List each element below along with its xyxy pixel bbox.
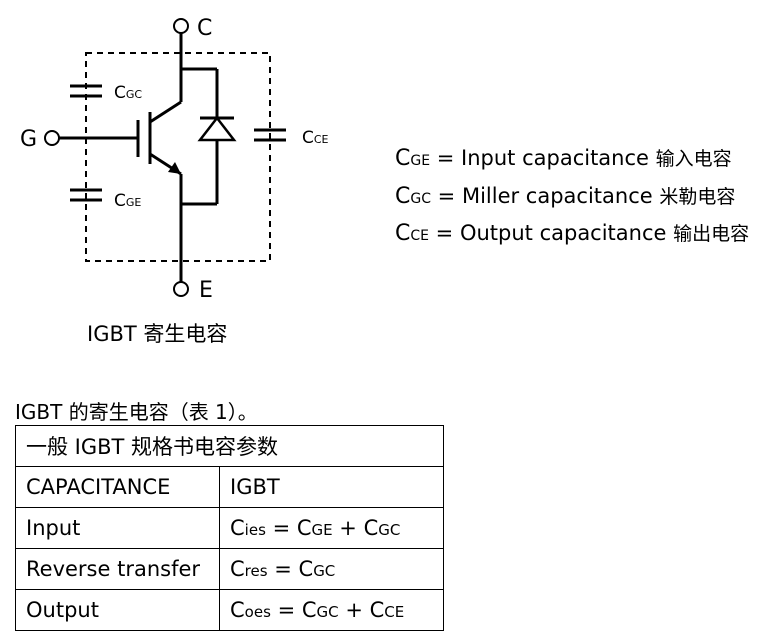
emitter-arrow-icon [168,162,181,174]
collector-terminal-icon [173,18,189,34]
gate-terminal-icon [44,130,60,146]
legend-cce-chinese: 输出电容 [673,223,750,245]
cge-label: CGE [114,191,141,211]
terminal-g-label: G [20,127,37,152]
legend-cgc-text: = Miller capacitance [431,184,660,208]
legend-cge-symbol: C [395,146,411,171]
cgc-label: CGC [114,83,142,103]
legend-cge-subscript: GE [410,153,431,169]
header-igbt: IGBT [219,466,444,508]
legend-cgc-chinese: 米勒电容 [659,186,736,208]
row-label: Reverse transfer [15,548,220,590]
igbt-collector-diag [149,100,182,124]
row-label: Input [15,507,220,549]
table-row: Input Cies = CGE + CGC [15,507,444,549]
header-capacitance: CAPACITANCE [15,466,220,508]
legend-cgc-subscript: GC [410,191,431,207]
package-outline [85,52,271,262]
table-header-row: CAPACITANCE IGBT [15,466,444,508]
row-label: Output [15,589,220,631]
legend-cce: CCE = Output capacitance 输出电容 [395,223,749,245]
legend-cge-chinese: 输入电容 [655,148,732,170]
row-formula: Coes = CGC + CCE [219,589,444,631]
legend-cge-text: = Input capacitance [430,146,656,170]
legend-cge: CGE = Input capacitance 输入电容 [395,148,732,170]
cce-label: CCE [302,128,329,148]
legend-cce-symbol: C [395,221,411,246]
row-formula: Cres = CGC [219,548,444,590]
table-row: Output Coes = CGC + CCE [15,589,444,631]
emitter-terminal-icon [173,281,189,297]
legend-cce-text: = Output capacitance [429,221,674,245]
row-formula: Cies = CGE + CGC [219,507,444,549]
table-note: IGBT 的寄生电容（表 1）。 [15,400,258,424]
legend-cgc-symbol: C [395,184,411,209]
legend-cgc: CGC = Miller capacitance 米勒电容 [395,186,735,208]
legend-cce-subscript: CE [410,228,429,244]
capacitance-table: 一般 IGBT 规格书电容参数 CAPACITANCE IGBT Input C… [15,425,444,631]
terminal-e-label: E [199,278,213,303]
diode-triangle-icon [197,115,237,142]
table-title: 一般 IGBT 规格书电容参数 [15,425,444,467]
table-row: Reverse transfer Cres = CGC [15,548,444,590]
table-title-row: 一般 IGBT 规格书电容参数 [15,425,444,467]
diagram-caption: IGBT 寄生电容 [87,322,228,346]
terminal-c-label: C [197,16,212,41]
